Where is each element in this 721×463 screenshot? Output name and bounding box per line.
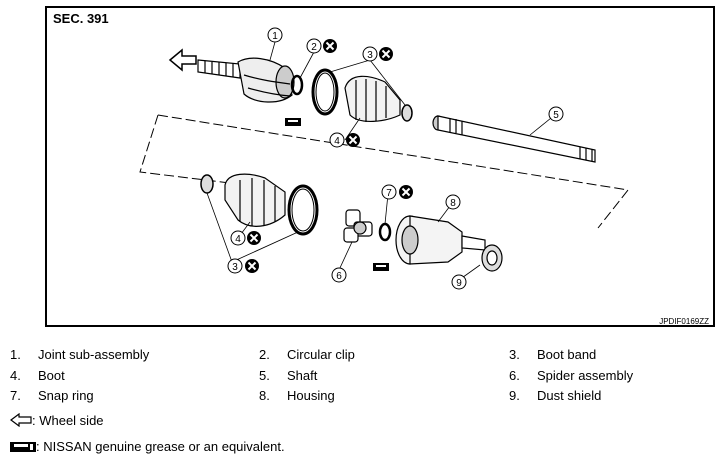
grease-note: : NISSAN genuine grease or an equivalent… (10, 439, 285, 454)
callout-3: 3 (362, 46, 378, 62)
svg-text:9: 9 (456, 278, 462, 289)
boot-band-small-lower (200, 174, 214, 194)
boot-band-large (311, 68, 339, 116)
callout-9: 9 (451, 274, 467, 290)
grease-icon (285, 118, 301, 126)
legend-item: 6.Spider assembly (509, 368, 634, 383)
svg-text:4: 4 (334, 136, 340, 147)
circular-clip (290, 74, 304, 96)
svg-text:8: 8 (450, 198, 456, 209)
svg-text:2: 2 (311, 42, 317, 53)
do-not-reuse-icon (378, 46, 394, 62)
boot-band-large-lower (287, 184, 319, 236)
svg-text:6: 6 (336, 271, 342, 282)
do-not-reuse-icon (246, 230, 262, 246)
legend-item: 5.Shaft (259, 368, 318, 383)
grease-icon (10, 442, 36, 452)
legend-item: 2.Circular clip (259, 347, 355, 362)
callout-1: 1 (267, 27, 283, 43)
callout-6: 6 (331, 267, 347, 283)
boot-upper (344, 75, 401, 122)
do-not-reuse-icon (244, 258, 260, 274)
do-not-reuse-icon (345, 132, 361, 148)
callout-4: 4 (329, 132, 345, 148)
callout-3: 3 (227, 258, 243, 274)
callout-8: 8 (445, 194, 461, 210)
svg-text:5: 5 (553, 110, 559, 121)
legend-item: 8.Housing (259, 388, 335, 403)
svg-text:3: 3 (367, 50, 373, 61)
boot-lower (224, 173, 286, 227)
do-not-reuse-icon (322, 38, 338, 54)
arrow-wheel-side-icon (10, 412, 32, 428)
wheel-side-note: : Wheel side (10, 412, 104, 428)
boot-band-small-upper (401, 104, 413, 122)
legend-item: 7.Snap ring (10, 388, 94, 403)
callout-4: 4 (230, 230, 246, 246)
diagram-frame (45, 6, 715, 327)
callout-5: 5 (548, 106, 564, 122)
shaft (432, 115, 596, 163)
do-not-reuse-icon (398, 184, 414, 200)
joint-sub-assembly (197, 57, 295, 103)
figure-code: JPDIF0169ZZ (659, 317, 709, 326)
svg-text:1: 1 (272, 31, 278, 42)
alignment-dashed-lines (139, 114, 629, 229)
legend-item: 9.Dust shield (509, 388, 602, 403)
svg-text:3: 3 (232, 262, 238, 273)
legend-item: 3.Boot band (509, 347, 597, 362)
svg-text:4: 4 (235, 234, 241, 245)
dust-shield (481, 244, 503, 272)
legend-item: 4.Boot (10, 368, 65, 383)
spider-assembly (343, 209, 373, 243)
wheel-side-arrow-icon (168, 48, 197, 72)
section-label: SEC. 391 (53, 11, 109, 26)
svg-text:7: 7 (386, 188, 392, 199)
callout-2: 2 (306, 38, 322, 54)
grease-icon (373, 263, 389, 271)
housing (395, 215, 486, 265)
legend-item: 1.Joint sub-assembly (10, 347, 150, 362)
callout-7: 7 (381, 184, 397, 200)
snap-ring (378, 222, 392, 242)
